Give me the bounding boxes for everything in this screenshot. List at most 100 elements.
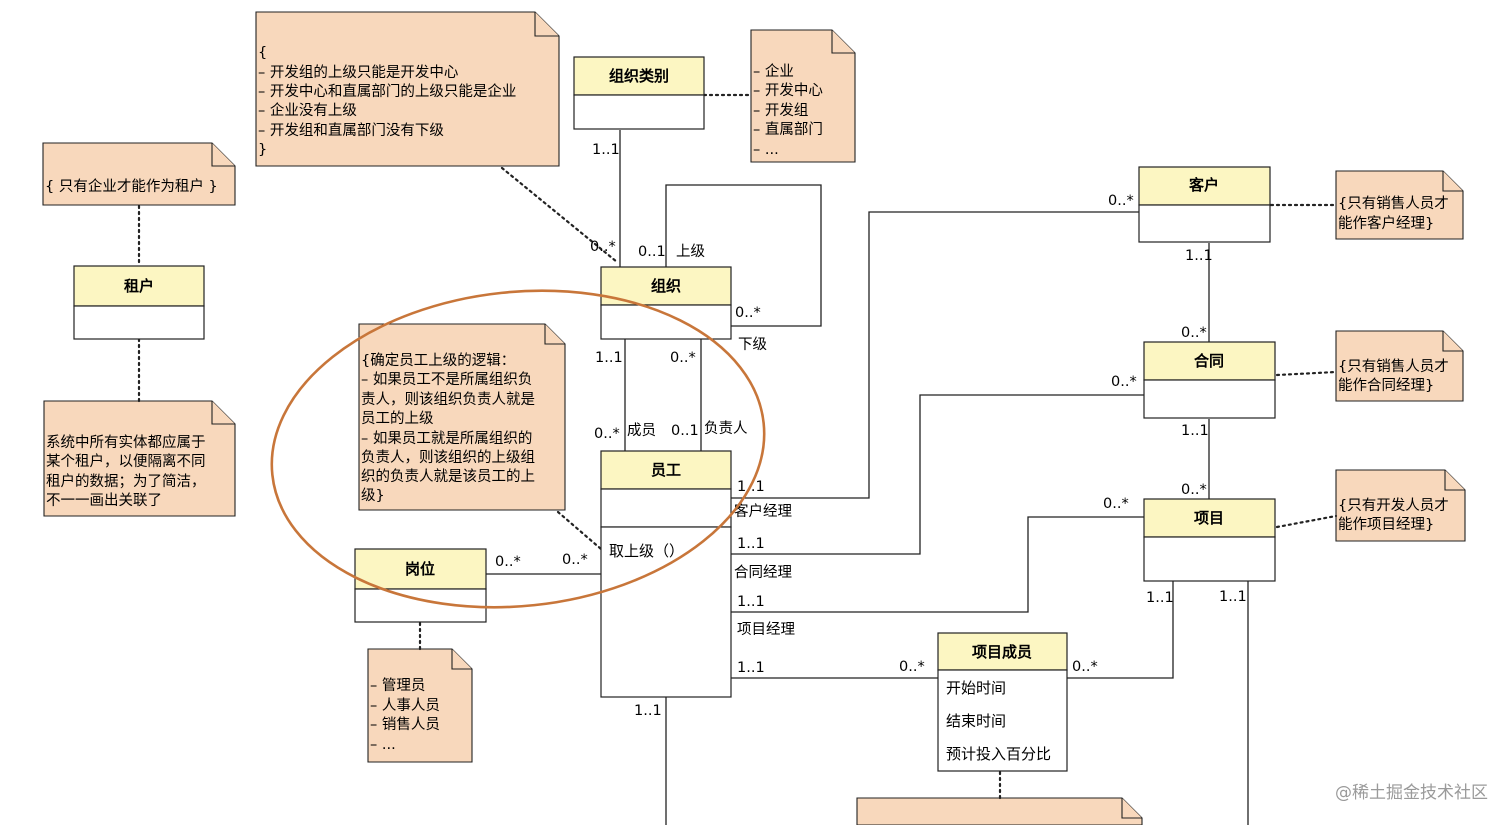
class-project[interactable]: 项目 xyxy=(1143,498,1276,582)
note-line: – 管理员 xyxy=(370,677,425,694)
note-contract-rule: {只有销售人员才 能作合同经理} xyxy=(1335,330,1464,402)
class-contract-name: 合同 xyxy=(1193,352,1224,370)
note-line: – 人事人员 xyxy=(370,697,440,714)
note-line: – 开发组的上级只能是开发中心 xyxy=(258,64,458,81)
note-org-rules: { – 开发组的上级只能是开发中心 – 开发中心和直属部门的上级只能是企业 – … xyxy=(255,11,560,167)
note-line: – 直属部门 xyxy=(753,121,823,138)
multiplicity-label: 1..1 xyxy=(737,536,765,552)
multiplicity-label: 0..1 xyxy=(638,244,666,260)
svg-text:{ 只有企业才能作为租户 }: { 只有企业才能作为租户 } xyxy=(45,177,218,195)
note-line: { 只有企业才能作为租户 } xyxy=(45,177,218,195)
multiplicity-label: 1..1 xyxy=(737,660,765,676)
role-label: 项目经理 xyxy=(737,621,795,638)
role-label: 上级 xyxy=(676,243,705,260)
note-connectors xyxy=(137,93,1338,800)
class-project-member-name: 项目成员 xyxy=(972,643,1032,661)
note-line: 租户的数据；为了简洁， xyxy=(46,473,206,490)
association-edges xyxy=(486,130,1249,825)
role-label: 成员 xyxy=(627,422,656,439)
class-employee-operation: 取上级（） xyxy=(609,542,684,560)
note-line: – 开发中心和直属部门的上级只能是企业 xyxy=(258,82,516,100)
note-position-values: – 管理员 – 人事人员 – 销售人员 – ... xyxy=(367,648,473,763)
note-line: – 开发组和直属部门没有下级 xyxy=(258,122,444,139)
svg-text:{只有销售人员才 能作合同经理}: {只有销售人员才 能作合同经理} xyxy=(1338,358,1453,394)
multiplicity-label: 0..* xyxy=(1108,193,1134,209)
note-line: – ... xyxy=(370,737,396,753)
note-line: 织的负责人就是该员工的上 xyxy=(361,468,535,485)
note-line: 负责人，则该组织的上级组 xyxy=(361,449,535,466)
multiplicity-label: 1..1 xyxy=(1181,423,1209,439)
multiplicity-label: 0..* xyxy=(1111,374,1137,390)
multiplicity-label: 0..* xyxy=(899,659,925,675)
class-project-member[interactable]: 项目成员 开始时间 结束时间 预计投入百分比 xyxy=(937,632,1068,772)
note-line: – 如果员工就是所属组织的 xyxy=(361,430,532,447)
svg-text:{只有开发人员才 能作项目经理}: {只有开发人员才 能作项目经理} xyxy=(1338,497,1453,533)
note-line: – 开发中心 xyxy=(753,82,823,99)
class-customer-name: 客户 xyxy=(1188,176,1219,194)
multiplicity-label: 0..* xyxy=(495,554,521,570)
note-line: 责人，则该组织负责人就是 xyxy=(361,391,535,408)
class-position-name: 岗位 xyxy=(405,560,435,578)
multiplicity-label: 0..* xyxy=(562,552,588,568)
class-employee-name: 员工 xyxy=(651,461,681,479)
note-line: 不一一画出关联了 xyxy=(46,492,162,509)
note-tenant-isolation: 系统中所有实体都应属于 某个租户，以便隔离不同 租户的数据；为了简洁， 不一一画… xyxy=(43,400,236,517)
note-line: – 企业没有上级 xyxy=(258,101,357,119)
svg-text:– 企业 – 开发中心 – 开发组: – 企业 – 开发中心 – 开发组 – 直属部门 – ... xyxy=(753,62,827,158)
class-employee[interactable]: 员工 取上级（） xyxy=(600,450,732,698)
class-tenant-name: 租户 xyxy=(124,277,154,295)
multiplicity-label: 1..1 xyxy=(634,703,662,719)
note-line: – 如果员工不是所属组织负 xyxy=(361,371,532,388)
multiplicity-label: 1..1 xyxy=(595,350,623,366)
watermark-text: @稀土掘金技术社区 xyxy=(1335,783,1488,803)
note-org-category-values: – 企业 – 开发中心 – 开发组 – 直属部门 – ... xyxy=(750,29,856,163)
class-tenant[interactable]: 租户 xyxy=(73,265,205,340)
multiplicity-label: 0..1 xyxy=(671,423,699,439)
role-label: 负责人 xyxy=(704,420,748,437)
class-customer[interactable]: 客户 xyxy=(1138,166,1271,243)
role-label: 下级 xyxy=(738,336,767,353)
role-label: 合同经理 xyxy=(734,564,792,581)
attribute-expected-percentage: 预计投入百分比 xyxy=(946,745,1051,763)
note-line: – ... xyxy=(753,142,779,158)
note-line: 能作项目经理} xyxy=(1338,516,1434,533)
multiplicity-label: 0..* xyxy=(590,239,616,255)
note-line: {只有开发人员才 xyxy=(1338,497,1449,514)
class-org-category[interactable]: 组织类别 xyxy=(573,56,705,130)
svg-text:系统中所有实体都应属于 某个租户，以便隔离不同: 系统中所有实体都应属于 某个租户，以便隔离不同 租户的数据；为了简洁， 不一一画… xyxy=(46,433,210,509)
attribute-end-time: 结束时间 xyxy=(946,712,1006,730)
multiplicity-label: 1..1 xyxy=(1219,589,1247,605)
note-org-rules-text: { – 开发组的上级只能是开发中心 – 开发中心和直属部门的上级只能是企业 – … xyxy=(258,45,521,158)
note-line: – 开发组 xyxy=(753,102,808,119)
association-labels: 1..1 0..* 0..1 上级 0..* 下级 1..1 0..* 0..*… xyxy=(495,142,1247,719)
class-contract[interactable]: 合同 xyxy=(1143,341,1276,419)
role-label: 客户经理 xyxy=(734,503,792,520)
note-line: 员工的上级 xyxy=(361,410,434,427)
multiplicity-label: 1..1 xyxy=(737,594,765,610)
class-organization-name: 组织 xyxy=(651,277,681,295)
note-line: {只有销售人员才 xyxy=(1338,195,1449,212)
highlight-ellipse xyxy=(270,289,766,609)
note-line: 系统中所有实体都应属于 xyxy=(46,433,206,451)
note-line: { xyxy=(258,45,267,61)
class-organization[interactable]: 组织 xyxy=(600,266,732,340)
multiplicity-label: 1..1 xyxy=(592,142,620,158)
multiplicity-label: 1..1 xyxy=(1185,248,1213,264)
note-superior-logic: {确定员工上级的逻辑： – 如果员工不是所属组织负 责人，则该组织负责人就是 员… xyxy=(358,323,566,511)
multiplicity-label: 0..* xyxy=(1181,482,1207,498)
multiplicity-label: 0..* xyxy=(735,305,761,321)
svg-text:{确定员工上级的逻辑： – 如果员工不是所属组织: {确定员工上级的逻辑： – 如果员工不是所属组织负 责人，则该组织负责人就是 员… xyxy=(361,352,540,504)
note-line: {确定员工上级的逻辑： xyxy=(361,352,515,369)
multiplicity-label: 0..* xyxy=(1103,496,1129,512)
multiplicity-label: 0..* xyxy=(1181,325,1207,341)
note-line: 级} xyxy=(361,487,385,504)
note-line: – 销售人员 xyxy=(370,716,440,733)
note-customer-rule: {只有销售人员才 能作客户经理} xyxy=(1335,170,1464,240)
note-line: 某个租户，以便隔离不同 xyxy=(46,453,206,470)
svg-text:– 管理员 – 人事人员 – 销售人: – 管理员 – 人事人员 – 销售人员 – ... xyxy=(370,677,444,753)
note-line: – 企业 xyxy=(753,62,794,80)
class-position[interactable]: 岗位 xyxy=(354,548,487,623)
note-line: } xyxy=(258,142,267,158)
multiplicity-label: 0..* xyxy=(594,426,620,442)
